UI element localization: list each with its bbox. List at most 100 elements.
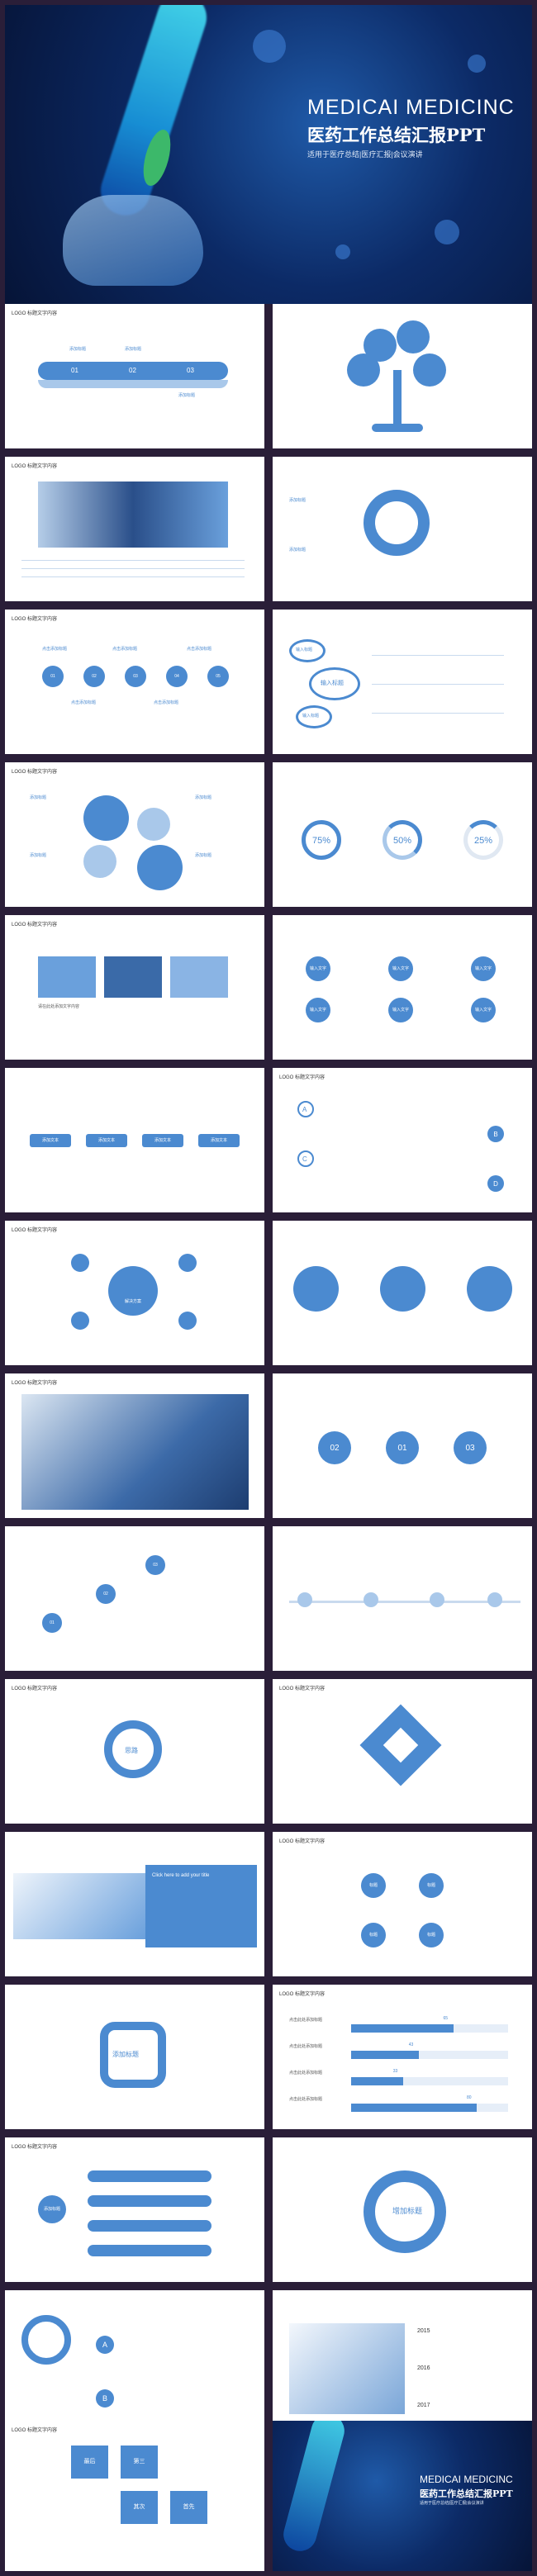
step-num: 02 [92,674,97,679]
cycle-center: 添加标题 [112,2051,139,2058]
cover-title-cn: 医药工作总结汇报PPT [307,125,486,145]
photo [170,956,228,998]
step-label: 点击添加标题 [71,700,97,705]
medal-num: 03 [465,1444,475,1453]
node-label: 输入文字 [309,1008,326,1013]
grid-label: 第三 [133,2459,145,2465]
stack-label: 添加标题 [43,2207,60,2212]
wave-node [487,1592,502,1607]
slide-16-medals: 02 01 03 [273,1373,532,1518]
panel-heading: Click here to add your title [152,1873,210,1878]
grid-cell [121,2491,158,2524]
slide-18-wave [273,1526,532,1671]
tree-root [372,424,423,432]
letter-ring [21,2315,71,2365]
year: 2016 [417,2365,430,2371]
slide-header: LOGO 标题文字内容 [12,1686,58,1691]
flow-circle [293,1266,339,1312]
cover-title-en: MEDICAI MEDICINC [307,96,515,119]
bar-value: 43 [408,2042,414,2047]
quadrant-label: 标题 [368,1883,378,1888]
gear-label: 添加标题 [195,795,212,800]
wave-band [38,362,228,380]
node-label: 输入文字 [392,1008,409,1013]
add-text-button [198,1134,240,1147]
slide-21-banner: Click here to add your title [5,1832,264,1976]
ring-label: 增加标题 [392,2207,423,2215]
node-label: 输入文字 [474,1008,492,1013]
step-num: 04 [174,674,179,679]
quadrant-label: 标题 [368,1933,378,1938]
photo [38,956,96,998]
bar-value: 33 [392,2069,398,2074]
step-num: 01 [71,367,78,374]
node [388,956,413,981]
slide-10-circles: 输入文字 输入文字 输入文字 输入文字 输入文字 输入文字 [273,915,532,1060]
medal-badge [386,1431,419,1464]
gear-icon [83,795,129,841]
slide-11-buttons: 添加文本 添加文本 添加文本 添加文本 [5,1068,264,1212]
slide-5-arrows: LOGO 标题文字内容 01 02 03 04 05 点击添加标题 点击添加标题… [5,610,264,754]
node [471,998,496,1022]
slide-29-grid: LOGO 标题文字内容 最后 第三 其次 首先 [5,2421,264,2571]
slide-13-solution: LOGO 标题文字内容 解决方案 [5,1221,264,1365]
tree-leaf [413,353,446,387]
step-num: 03 [133,674,138,679]
closing-subtitle: 适用于医疗总结|医疗汇报|会议演讲 [420,2501,484,2506]
add-text-button [142,1134,183,1147]
step-chevron [83,666,105,687]
stack-bar [88,2195,211,2207]
letter-badge [487,1175,504,1192]
bar [351,2024,454,2033]
node [306,956,330,981]
toggle-icon [178,1254,197,1272]
slide-header: LOGO 标题文字内容 [279,1075,326,1080]
slide-14-flow [273,1221,532,1365]
button-label: 添加文本 [210,1138,227,1143]
cycle-arrows [100,2022,166,2088]
molecule-dot [435,220,459,244]
quadrant [361,1923,386,1947]
slide-15-lab: LOGO 标题文字内容 [5,1373,264,1518]
text-line [21,568,245,569]
input-bubble [296,705,332,728]
quadrant-label: 标题 [426,1883,435,1888]
wave-node [430,1592,444,1607]
step-num: 05 [216,674,221,679]
slide-25-stack: LOGO 标题文字内容 添加标题 [5,2137,264,2282]
slide-header: LOGO 标题文字内容 [12,2428,58,2433]
step-chevron [166,666,188,687]
gear-label: 添加标题 [30,853,47,858]
step-label: 点击添加标题 [154,700,179,705]
gauge-icon [71,1312,89,1330]
flow-circle [380,1266,425,1312]
tree-leaf [397,320,430,353]
gear-icon [137,845,183,890]
input-bubble [289,639,326,662]
slide-23-cycle: 添加标题 [5,1985,264,2129]
letter: B [102,2394,107,2403]
molecule-dot [335,244,350,259]
photo [104,956,162,998]
test-tube-glow [94,5,213,222]
bubble-label: 输入标题 [302,714,320,719]
arc-num: 03 [153,1563,158,1568]
pen-icon [71,1254,89,1272]
bar-track [351,2051,508,2059]
wave-shadow [38,380,228,388]
step-label: 添加标题 [178,393,196,398]
lab-photo [13,1873,145,1939]
bar-track [351,2077,508,2085]
gear-label: 添加标题 [195,853,212,858]
node-label: 输入文字 [474,966,492,971]
node [306,998,330,1022]
step-num: 02 [129,367,136,374]
button-label: 添加文本 [154,1138,171,1143]
tree-leaf [347,353,380,387]
grid-label: 其次 [133,2504,145,2510]
slide-header: LOGO 标题文字内容 [279,1686,326,1691]
molecule-dot [253,30,286,63]
quadrant [419,1873,444,1898]
bar-label: 点击此处添加标题 [289,2018,323,2023]
